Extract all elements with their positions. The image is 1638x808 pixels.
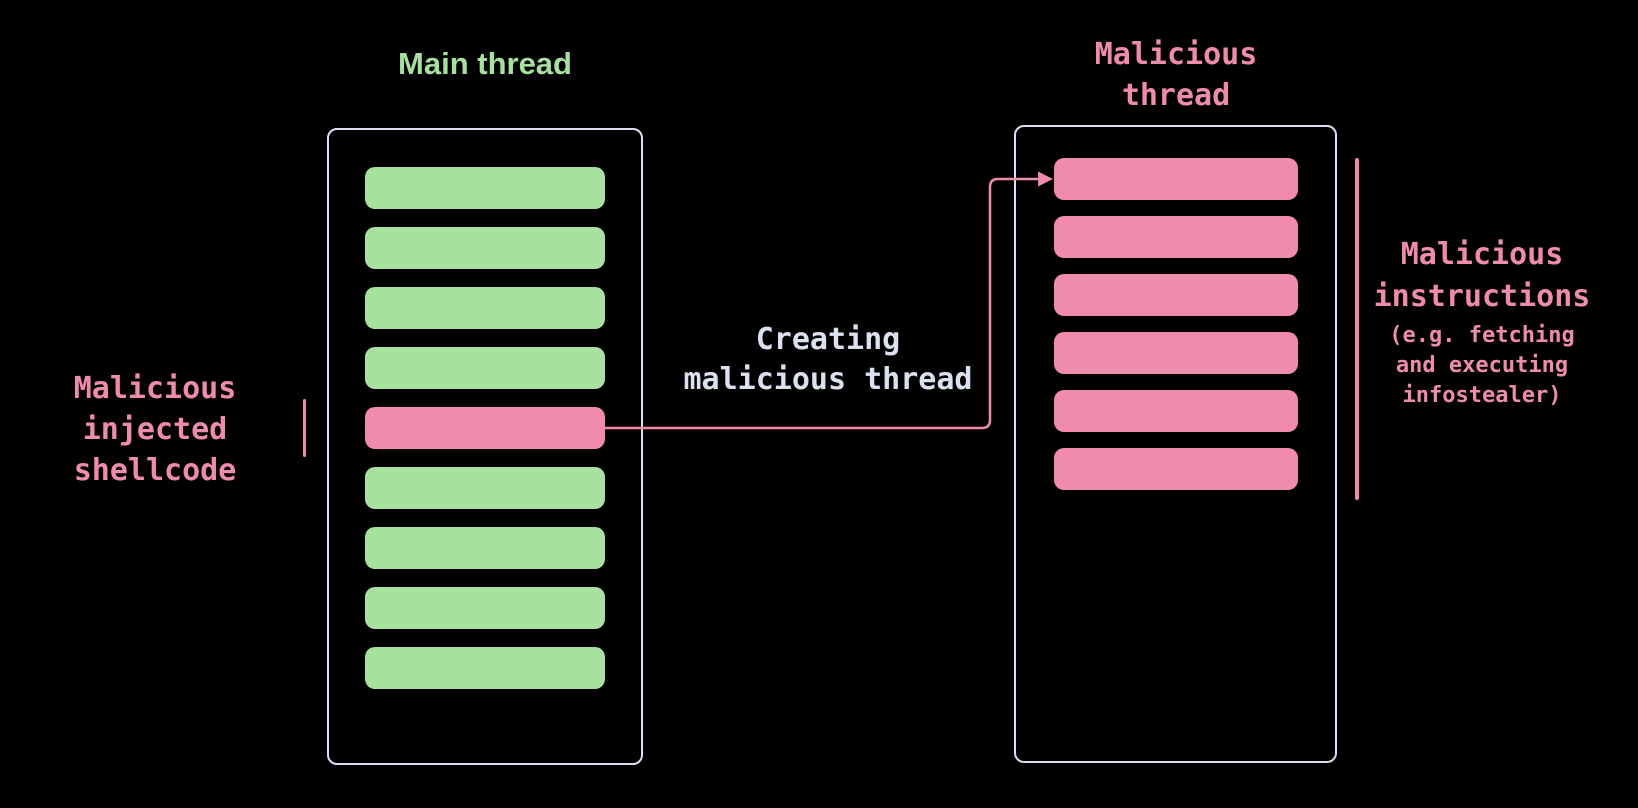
instruction-block [365, 167, 605, 209]
instruction-block [365, 467, 605, 509]
main-thread-blocks [329, 130, 641, 689]
creating-thread-label-line2: malicious thread [683, 362, 973, 397]
instructions-bracket-line [1355, 158, 1359, 500]
instructions-subtitle-line1: (e.g. fetching [1389, 323, 1575, 348]
shellcode-label-line1: Malicious [73, 371, 237, 406]
malicious-instruction-block [365, 407, 605, 449]
malicious-instruction-block [1053, 332, 1298, 374]
instruction-block [365, 527, 605, 569]
instruction-block [365, 227, 605, 269]
instruction-block [365, 647, 605, 689]
instructions-title-line2: instructions [1373, 279, 1591, 314]
malicious-instruction-block [1053, 448, 1298, 490]
instruction-block [365, 287, 605, 329]
malicious-instruction-block [1053, 216, 1298, 258]
malicious-thread-blocks [1016, 127, 1335, 490]
shellcode-label: Malicious injected shellcode [30, 368, 280, 491]
malicious-thread-box [1014, 125, 1337, 763]
malicious-thread-title-line1: Malicious [1094, 37, 1258, 72]
instructions-label: Malicious instructions (e.g. fetching an… [1352, 234, 1612, 411]
main-thread-title: Main thread [398, 46, 572, 81]
creating-thread-label-line1: Creating [755, 322, 901, 357]
malicious-instruction-block [1053, 390, 1298, 432]
shellcode-label-line3: shellcode [73, 453, 237, 488]
instructions-label-subtitle: (e.g. fetching and executing infostealer… [1352, 321, 1612, 411]
shellcode-pointer-line [303, 399, 306, 457]
malicious-instruction-block [1053, 158, 1298, 200]
malicious-thread-title: Malicious thread [1015, 34, 1337, 116]
malicious-instruction-block [1053, 274, 1298, 316]
instruction-block [365, 347, 605, 389]
shellcode-label-line2: injected [82, 412, 228, 447]
instruction-block [365, 587, 605, 629]
malicious-thread-title-line2: thread [1121, 78, 1231, 113]
instructions-subtitle-line3: infostealer) [1402, 383, 1562, 408]
instructions-label-title: Malicious instructions [1352, 234, 1612, 318]
instructions-subtitle-line2: and executing [1395, 353, 1569, 378]
creating-thread-label: Creating malicious thread [628, 320, 1028, 400]
instructions-title-line1: Malicious [1400, 237, 1564, 272]
main-thread-box [327, 128, 643, 765]
